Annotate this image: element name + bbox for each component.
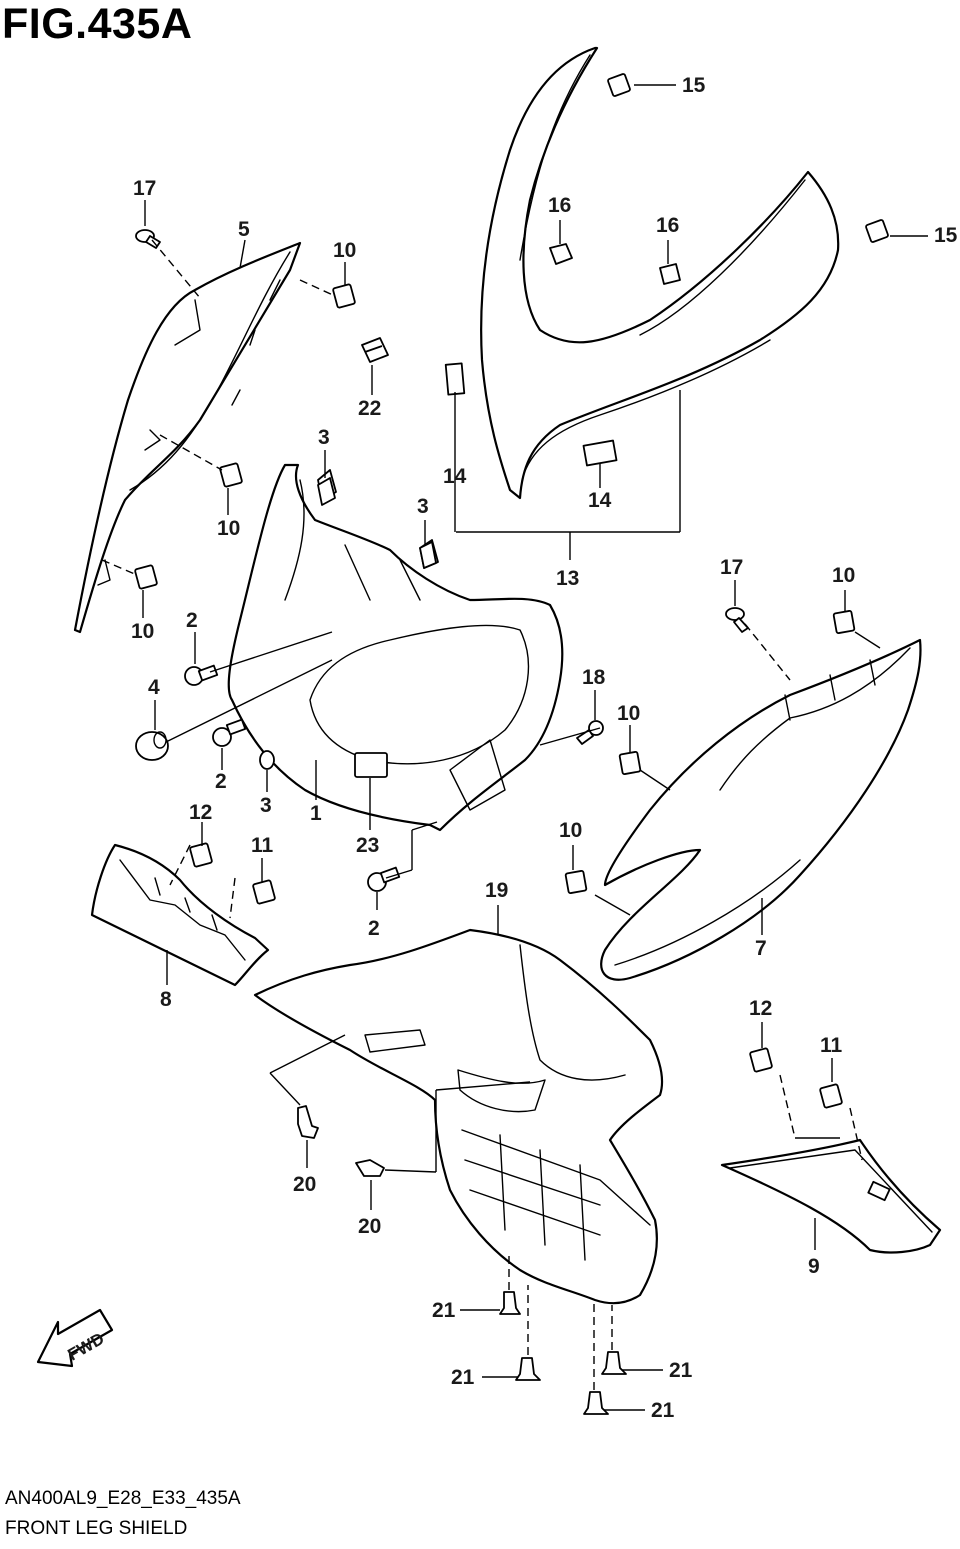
callout-12-a: 12 — [189, 801, 212, 824]
callout-15-a: 15 — [682, 74, 706, 97]
clip-21-a — [499, 1291, 521, 1315]
callout-17-right: 17 — [720, 556, 743, 579]
callout-10-a: 10 — [333, 239, 356, 262]
nut-10-d — [832, 610, 856, 634]
callout-labels: 17 5 10 22 10 10 3 3 14 14 13 15 15 16 1… — [131, 74, 958, 1422]
callout-14-b: 14 — [588, 489, 612, 512]
nut-10-e — [618, 751, 642, 775]
callout-10-b: 10 — [217, 517, 240, 540]
callout-4: 3 — [260, 794, 272, 817]
clip-3-a — [317, 477, 336, 506]
nut-15-b — [865, 219, 889, 243]
callout-7: 7 — [755, 937, 767, 960]
callout-1: 1 — [310, 802, 322, 825]
part-1-inner-frame — [227, 463, 564, 832]
callout-23: 23 — [356, 834, 379, 857]
callout-2-c: 2 — [368, 917, 380, 940]
callout-15-b: 15 — [934, 224, 958, 247]
leader-lines — [101, 84, 928, 1411]
part-8-left-lower-panel — [90, 843, 270, 987]
callout-16-a: 16 — [548, 194, 571, 217]
clip-21-b — [515, 1357, 541, 1381]
bolt-2-b — [212, 718, 247, 747]
callout-2-a: 2 — [186, 609, 198, 632]
callout-10-e: 10 — [617, 702, 640, 725]
callout-17-left: 17 — [133, 177, 156, 200]
callout-20-a: 20 — [293, 1173, 316, 1196]
callout-9: 9 — [808, 1255, 820, 1278]
nut-10-f — [564, 870, 588, 894]
callout-11-b: 11 — [820, 1034, 843, 1057]
part-13-front-cover — [444, 46, 840, 500]
part-7-right-cover — [600, 638, 922, 981]
callout-8: 8 — [160, 988, 172, 1011]
callout-21-d: 21 — [651, 1399, 675, 1422]
callout-14-a: 14 — [443, 465, 467, 488]
callout-3-a: 3 — [318, 426, 330, 449]
clip-3-b — [419, 541, 437, 569]
callout-19: 19 — [485, 879, 508, 902]
fwd-arrow: FWD — [36, 1308, 114, 1368]
part-19-inner-leg-shield — [253, 928, 664, 1305]
callout-18: 18 — [582, 666, 606, 689]
nut-10-a — [332, 283, 356, 309]
model-code: AN400AL9_E28_E33_435A — [5, 1488, 241, 1509]
nut-15-a — [607, 73, 631, 97]
callout-3-b: 3 — [417, 495, 429, 518]
rivet-20-b — [355, 1159, 385, 1177]
nut-12-b — [749, 1047, 773, 1073]
nut-10-b — [219, 462, 243, 488]
callout-11-a: 11 — [251, 834, 274, 857]
clip-21-d — [583, 1391, 609, 1415]
part-9-lower-right-strip — [720, 1138, 942, 1254]
callout-21-c: 21 — [669, 1359, 693, 1382]
callout-5: 4 — [148, 676, 160, 699]
callout-10-c: 10 — [131, 620, 154, 643]
callout-12-b: 12 — [749, 997, 772, 1020]
grommet-5 — [135, 731, 169, 761]
nut-12-a — [189, 842, 213, 868]
callout-21-b: 21 — [451, 1366, 475, 1389]
bolt-2-a — [184, 664, 219, 686]
screw-18 — [576, 720, 604, 745]
pad-23 — [354, 752, 388, 778]
nut-11-a — [252, 879, 276, 905]
clip-22 — [361, 337, 389, 363]
screw-17-right — [725, 607, 749, 633]
nut-10-c — [134, 564, 158, 590]
callout-21-a: 21 — [432, 1299, 456, 1322]
callout-22: 22 — [358, 397, 381, 420]
part-6-left-cover — [73, 241, 302, 634]
callout-20-b: 20 — [358, 1215, 381, 1238]
callout-10-d: 10 — [832, 564, 855, 587]
rivet-20-a — [297, 1105, 319, 1139]
callout-16-b: 16 — [656, 214, 679, 237]
figure-name: FRONT LEG SHIELD — [5, 1518, 188, 1539]
callout-6: 5 — [238, 218, 250, 241]
bolt-2-c — [367, 866, 401, 892]
callout-10-f: 10 — [559, 819, 582, 842]
figure-title: FIG.435A — [2, 0, 193, 48]
callout-13: 13 — [556, 567, 579, 590]
clip-21-c — [601, 1351, 627, 1375]
washer-4 — [259, 750, 275, 770]
callout-2-b: 2 — [215, 770, 227, 793]
nut-11-b — [819, 1083, 843, 1109]
